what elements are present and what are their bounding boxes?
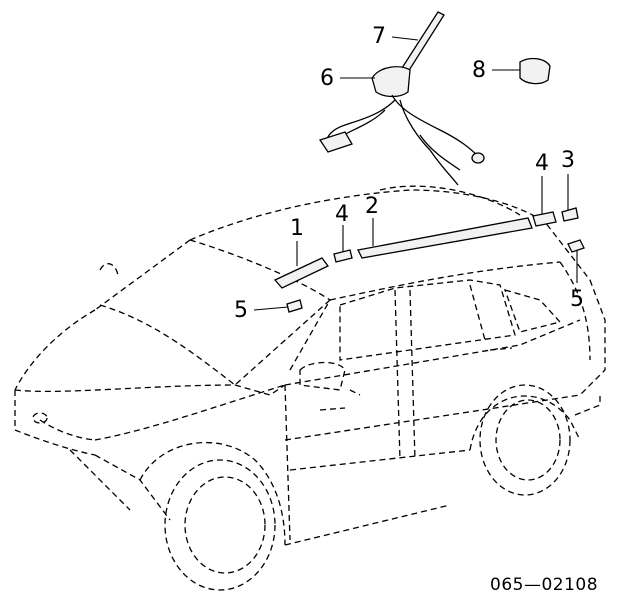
callout-5-left: 5 xyxy=(234,298,248,323)
antenna-rod xyxy=(401,11,445,73)
callout-7: 7 xyxy=(372,24,386,49)
antenna-base-assembly xyxy=(318,66,485,186)
fastener-b xyxy=(567,239,585,253)
moulding-clip-b xyxy=(532,211,557,227)
callout-2: 2 xyxy=(365,194,379,219)
roof-moulding-front xyxy=(273,257,329,289)
moulding-clip-a xyxy=(333,249,353,263)
callout-3: 3 xyxy=(561,148,575,173)
roof-moulding xyxy=(357,217,533,259)
leader-lines xyxy=(253,36,578,311)
end-cap xyxy=(561,207,579,222)
callout-6: 6 xyxy=(320,66,334,91)
callout-4-right: 4 xyxy=(535,151,549,176)
callout-4-center: 4 xyxy=(335,202,349,227)
fastener-a xyxy=(286,299,303,313)
callout-8: 8 xyxy=(472,58,486,83)
clip-part xyxy=(519,57,551,85)
drawing-code: 065—02108 xyxy=(490,575,599,595)
callout-5-right: 5 xyxy=(570,287,584,312)
callout-1: 1 xyxy=(290,216,304,241)
vehicle-outline xyxy=(14,185,606,591)
